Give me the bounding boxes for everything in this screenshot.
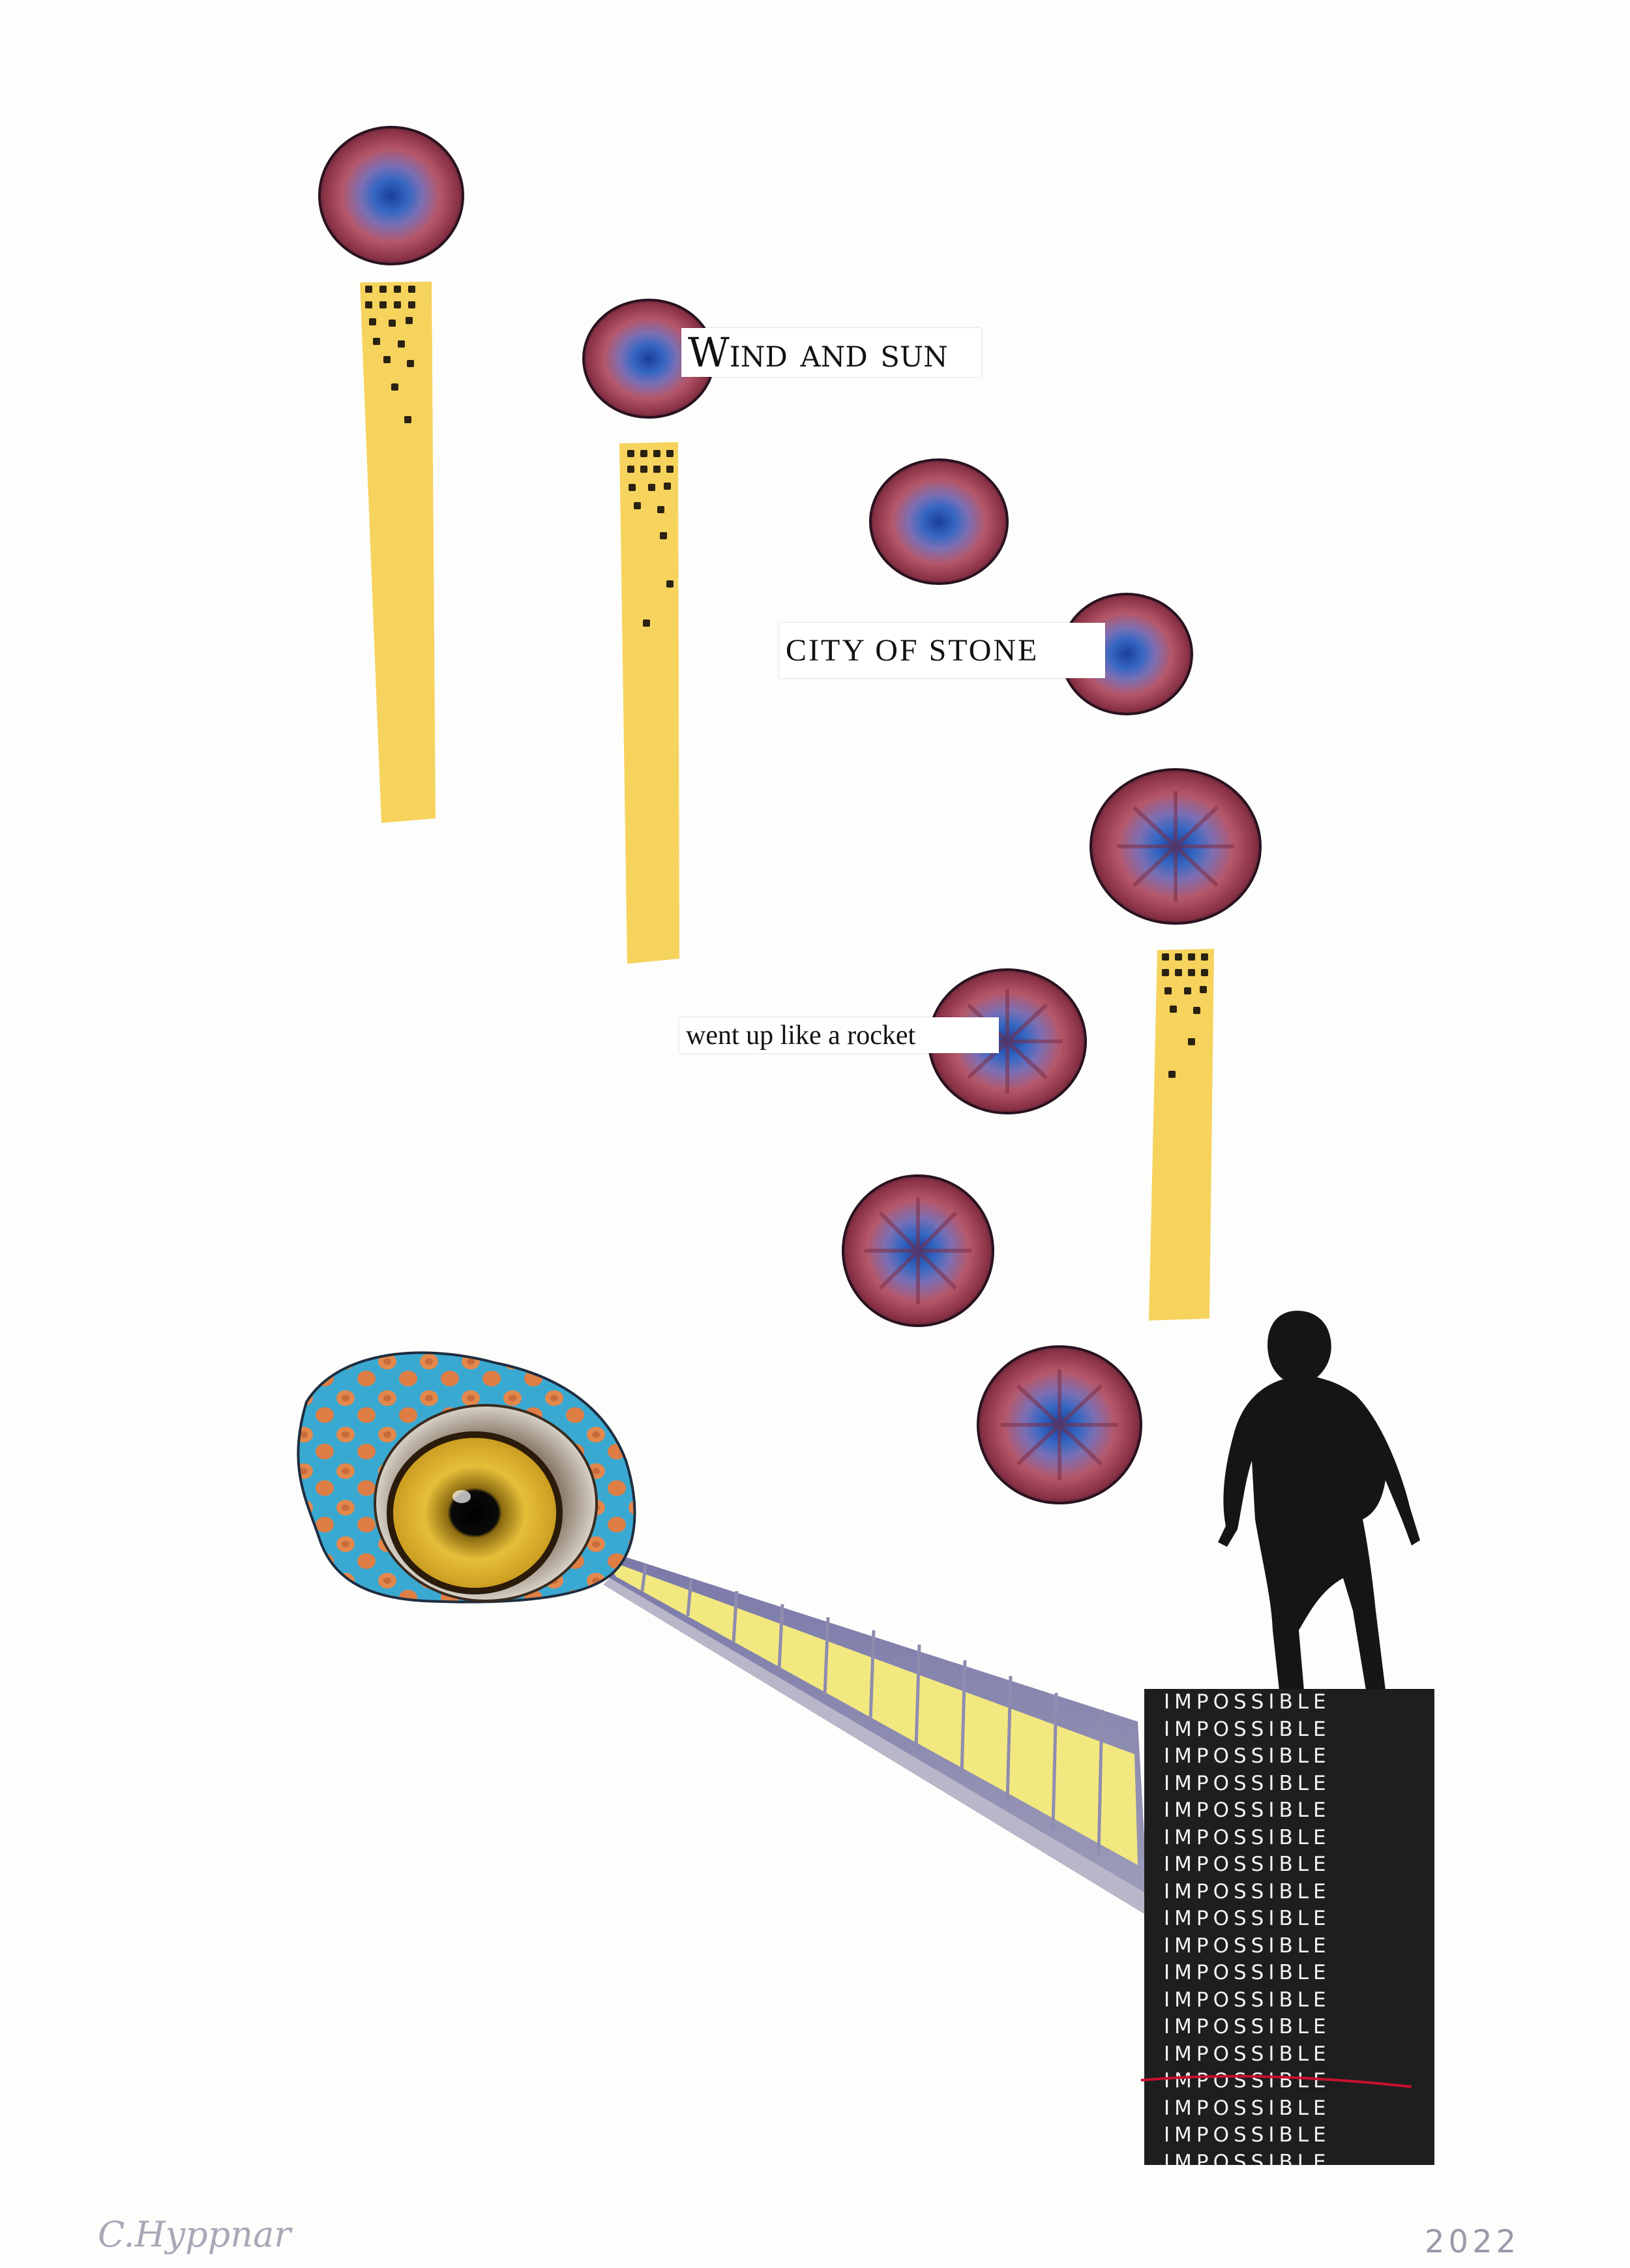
impossible-line: IMPOSSIBLE	[1164, 1771, 1331, 1795]
red-underline	[1140, 2075, 1412, 2088]
flower-petal-streaks	[865, 791, 1234, 1480]
impossible-line: IMPOSSIBLE	[1164, 2150, 1331, 2166]
perspective-beam	[600, 1549, 1148, 1914]
impossible-line: IMPOSSIBLE	[1164, 1907, 1331, 1930]
impossible-line: IMPOSSIBLE	[1164, 2096, 1331, 2120]
clipping-text-went-up: went up like a rocket	[686, 1020, 916, 1051]
flower-1	[318, 126, 464, 265]
clipping-text-city-of-stone: CITY OF STONE	[786, 633, 1039, 668]
clipping-wind-and-sun: Wind and sun	[681, 328, 981, 377]
impossible-line: IMPOSSIBLE	[1164, 1853, 1331, 1876]
walking-man-silhouette	[1218, 1311, 1420, 1690]
impossible-line: IMPOSSIBLE	[1164, 2123, 1331, 2147]
artist-signature: C.Hyppnar	[98, 2214, 291, 2255]
impossible-line: IMPOSSIBLE	[1164, 1825, 1331, 1849]
impossible-line: IMPOSSIBLE	[1164, 2015, 1331, 2038]
match-stick-middle	[619, 442, 679, 964]
impossible-line: IMPOSSIBLE	[1164, 2042, 1331, 2066]
impossible-line: IMPOSSIBLE	[1164, 1798, 1331, 1822]
impossible-line: IMPOSSIBLE	[1164, 1879, 1331, 1903]
artwork-year: 2022	[1425, 2224, 1520, 2260]
clipping-text-wind-and-sun: Wind and sun	[688, 328, 948, 376]
flower-3	[869, 458, 1009, 585]
match-dots	[365, 286, 1208, 1078]
impossible-line: IMPOSSIBLE	[1164, 1744, 1331, 1768]
match-stick-right	[1149, 949, 1214, 1321]
impossible-line: IMPOSSIBLE	[1164, 1961, 1331, 1984]
impossible-line: IMPOSSIBLE	[1164, 1690, 1331, 1714]
match-stick-left	[360, 282, 436, 823]
owl-eye-cutout	[374, 1404, 598, 1602]
impossible-line: IMPOSSIBLE	[1164, 1933, 1331, 1958]
impossible-line: IMPOSSIBLE	[1164, 2069, 1331, 2093]
impossible-line: IMPOSSIBLE	[1164, 1717, 1331, 1741]
clipping-went-up-like-a-rocket: went up like a rocket	[679, 1017, 999, 1053]
clipping-city-of-stone: CITY OF STONE	[779, 623, 1105, 678]
impossible-line: IMPOSSIBLE	[1164, 1988, 1331, 2012]
impossible-text-block: IMPOSSIBLE IMPOSSIBLE IMPOSSIBLE IMPOSSIBLE…	[1144, 1689, 1434, 2165]
